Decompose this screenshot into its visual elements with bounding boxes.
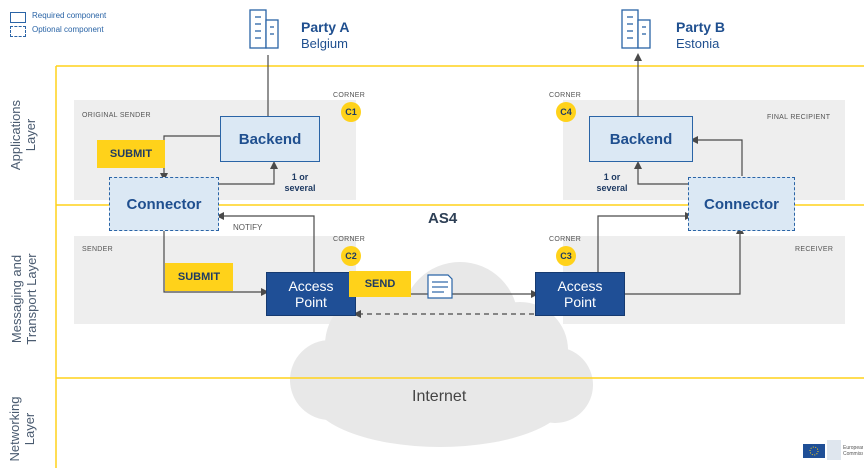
corner-c2-caption: CORNER <box>333 236 366 243</box>
label-final-recipient: FINAL RECIPIENT <box>767 114 831 121</box>
legend-required-swatch <box>10 12 26 23</box>
party-a-name: Party A <box>301 19 350 35</box>
one-or-several-note-a: 1 or several <box>284 172 316 193</box>
label-sender: SENDER <box>82 246 113 253</box>
one-or-several-note-b: 1 or several <box>596 172 628 193</box>
eu-logo-icon <box>803 440 841 460</box>
corner-c4-caption: CORNER <box>549 92 582 99</box>
eu-logo-text: European Commission <box>843 445 863 457</box>
layer-label-messaging: Messaging and Transport Layer <box>9 253 39 345</box>
connector-box-b: Connector <box>688 177 795 231</box>
legend-optional-label: Optional component <box>32 25 104 34</box>
corner-c3-caption: CORNER <box>549 236 582 243</box>
internet-label: Internet <box>412 388 467 405</box>
backend-box-a: Backend <box>220 116 320 162</box>
corner-c1-caption: CORNER <box>333 92 366 99</box>
send-tag: SEND <box>349 271 411 297</box>
backend-box-b: Backend <box>589 116 693 162</box>
document-icon <box>427 274 453 299</box>
building-icon-a <box>249 9 279 49</box>
party-a-country: Belgium <box>301 36 348 51</box>
legend-optional-swatch <box>10 26 26 37</box>
internet-cloud <box>290 262 593 447</box>
building-icon-b <box>621 9 651 49</box>
protocol-label: AS4 <box>428 210 458 227</box>
corner-c3-badge: C3 <box>556 246 576 266</box>
corner-c2-badge: C2 <box>341 246 361 266</box>
legend-required-label: Required component <box>32 11 107 20</box>
access-point-b: Access Point <box>535 272 625 316</box>
label-original-sender: ORIGINAL SENDER <box>82 112 151 119</box>
party-b-country: Estonia <box>676 36 720 51</box>
submit-tag-backend: SUBMIT <box>97 140 165 168</box>
layer-label-networking: Networking Layer <box>7 396 37 462</box>
notify-label: NOTIFY <box>233 223 263 232</box>
submit-tag-sender: SUBMIT <box>165 263 233 291</box>
layer-label-applications: Applications Layer <box>8 99 38 171</box>
access-point-a: Access Point <box>266 272 356 316</box>
label-receiver: RECEIVER <box>795 246 834 253</box>
connector-box-a: Connector <box>109 177 219 231</box>
party-b-name: Party B <box>676 19 726 35</box>
corner-c4-badge: C4 <box>556 102 576 122</box>
corner-c1-badge: C1 <box>341 102 361 122</box>
